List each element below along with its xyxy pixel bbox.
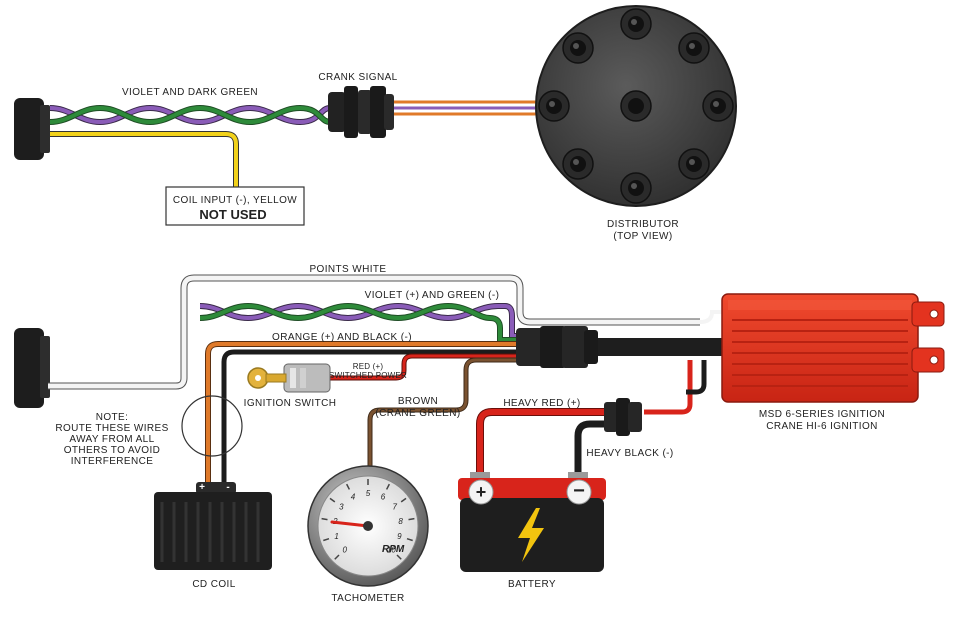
tach-number: 9 <box>397 532 402 541</box>
violet-dark-green-twisted-pair <box>49 104 331 126</box>
battery-plus-icon: + <box>476 482 487 502</box>
battery: + − <box>458 472 606 572</box>
red-switched-label-2: SWITCHED POWER <box>329 371 407 380</box>
bottom-harness-plug <box>14 328 50 408</box>
violet-green-twisted-pair <box>199 302 530 343</box>
note-highlight-circle <box>181 395 243 457</box>
msd-label-1: MSD 6-SERIES IGNITION <box>759 409 885 420</box>
tach-number: 3 <box>339 503 344 512</box>
tach-tick <box>396 554 402 560</box>
heavy-black-label: HEAVY BLACK (-) <box>586 448 673 459</box>
msd-ignition-box <box>721 293 945 403</box>
tach-tick <box>406 537 413 542</box>
brown-tach-wire <box>367 357 530 468</box>
tach-number: 4 <box>351 493 356 502</box>
points-white-wire <box>48 274 700 390</box>
top-harness-plug <box>14 98 50 160</box>
heavy-red-label: HEAVY RED (+) <box>503 398 580 409</box>
tach-tick <box>323 537 330 542</box>
cd-coil: + - <box>154 482 272 570</box>
tach-tick <box>345 483 351 490</box>
tach-tick <box>408 517 415 521</box>
tach-tick <box>321 517 328 521</box>
not-used-label: NOT USED <box>199 207 266 222</box>
distributor-tower <box>678 148 710 180</box>
red-switched-power-wire <box>330 353 530 381</box>
coil-minus-label: - <box>226 482 229 493</box>
coil-input-note-box: COIL INPUT (-), YELLOW NOT USED <box>165 186 305 226</box>
tach-needle <box>330 520 370 528</box>
rpm-label: RPM <box>382 544 405 555</box>
points-white-label: POINTS WHITE <box>309 264 386 275</box>
main-harness-connector <box>516 326 598 368</box>
key-icon <box>247 367 287 389</box>
battery-label: BATTERY <box>508 579 556 590</box>
yellow-coil-wire <box>50 131 239 188</box>
battery-minus-icon: − <box>573 480 585 502</box>
lightning-bolt-icon <box>518 508 544 562</box>
distributor-tower <box>678 32 710 64</box>
distributor-sub-label: (TOP VIEW) <box>613 231 672 242</box>
tach-number: 5 <box>366 489 371 498</box>
distributor-towers <box>538 8 734 204</box>
distributor-tower <box>702 90 734 122</box>
orange-black-label: ORANGE (+) AND BLACK (-) <box>272 332 412 343</box>
msd-label-2: CRANE HI-6 IGNITION <box>766 421 878 432</box>
tach-hub <box>363 521 373 531</box>
tach-number: 8 <box>398 517 403 526</box>
distributor-cap <box>535 5 737 207</box>
tach-tick <box>334 554 340 560</box>
tach-number: 1 <box>334 532 338 541</box>
tach-number: 7 <box>392 503 397 512</box>
distributor-tower <box>620 172 652 204</box>
crank-signal-connector <box>328 86 394 138</box>
orange-wire <box>205 341 530 486</box>
tach-number: 0 <box>342 545 347 554</box>
distributor-tower <box>620 8 652 40</box>
tach-number: 6 <box>381 493 386 502</box>
msd-cooling-fins <box>732 319 908 387</box>
note-line-1: NOTE: <box>96 412 129 423</box>
battery-cable-connector <box>604 398 642 436</box>
crank-signal-label: CRANK SIGNAL <box>318 72 397 83</box>
note-line-3: AWAY FROM ALL <box>69 434 154 445</box>
distributor-lead-wires <box>394 100 545 116</box>
distributor-label: DISTRIBUTOR <box>607 219 679 230</box>
heavy-battery-cables <box>476 408 604 478</box>
main-harness-sheath <box>598 338 722 356</box>
tach-number: 10 <box>387 545 396 554</box>
coil-plus-label: + <box>199 482 205 493</box>
ignition-switch-label: IGNITION SWITCH <box>244 398 337 409</box>
tach-tick <box>329 497 336 503</box>
tach-tick <box>385 483 391 490</box>
tach-tick <box>400 497 407 503</box>
cd-coil-fins <box>160 502 260 562</box>
distributor-tower <box>538 90 570 122</box>
violet-dark-green-label: VIOLET AND DARK GREEN <box>122 87 258 98</box>
ignition-switch <box>283 363 331 393</box>
distributor-tower <box>562 148 594 180</box>
note-line-4: OTHERS TO AVOID <box>64 445 161 456</box>
tachometer: 012345678910 RPM <box>307 465 429 587</box>
tachometer-label: TACHOMETER <box>331 593 404 604</box>
black-coil-wire <box>221 349 530 486</box>
red-switched-label-1: RED (+) <box>353 362 384 371</box>
msd-power-leads <box>644 310 722 415</box>
violet-green-label: VIOLET (+) AND GREEN (-) <box>365 290 500 301</box>
cd-coil-label: CD COIL <box>192 579 235 590</box>
distributor-tower <box>562 32 594 64</box>
note-line-5: INTERFERENCE <box>71 456 154 467</box>
note-line-2: ROUTE THESE WIRES <box>55 423 168 434</box>
brown-label-1: BROWN <box>398 396 438 407</box>
coil-input-label: COIL INPUT (-), YELLOW <box>173 195 297 206</box>
distributor-center-tower <box>620 90 652 122</box>
brown-label-2: (CRANE GREEN) <box>375 408 460 419</box>
